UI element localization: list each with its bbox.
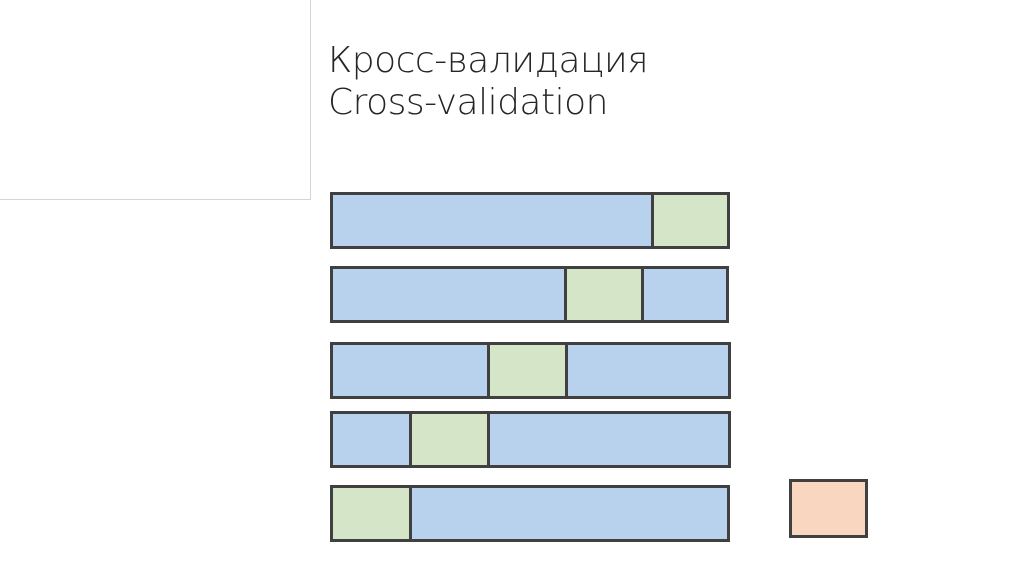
validation-segment: [487, 342, 568, 399]
train-segment: [487, 411, 731, 468]
fold-row-2: [330, 266, 729, 323]
test-set-box: [789, 479, 868, 538]
train-segment: [330, 266, 567, 323]
fold-row-5: [330, 485, 730, 542]
train-segment: [409, 485, 730, 542]
corner-frame: [0, 0, 311, 200]
train-segment: [330, 342, 490, 399]
validation-segment: [330, 485, 412, 542]
validation-segment: [409, 411, 490, 468]
title-english: Cross-validation: [328, 82, 608, 123]
train-segment: [565, 342, 731, 399]
validation-segment: [651, 192, 730, 249]
fold-row-4: [330, 411, 731, 468]
validation-segment: [564, 266, 644, 323]
train-segment: [641, 266, 729, 323]
fold-row-3: [330, 342, 731, 399]
slide-title: Кросс-валидация Cross-validation: [328, 40, 649, 124]
title-russian: Кросс-валидация: [328, 40, 649, 81]
train-segment: [330, 411, 412, 468]
fold-row-1: [330, 192, 730, 249]
train-segment: [330, 192, 654, 249]
